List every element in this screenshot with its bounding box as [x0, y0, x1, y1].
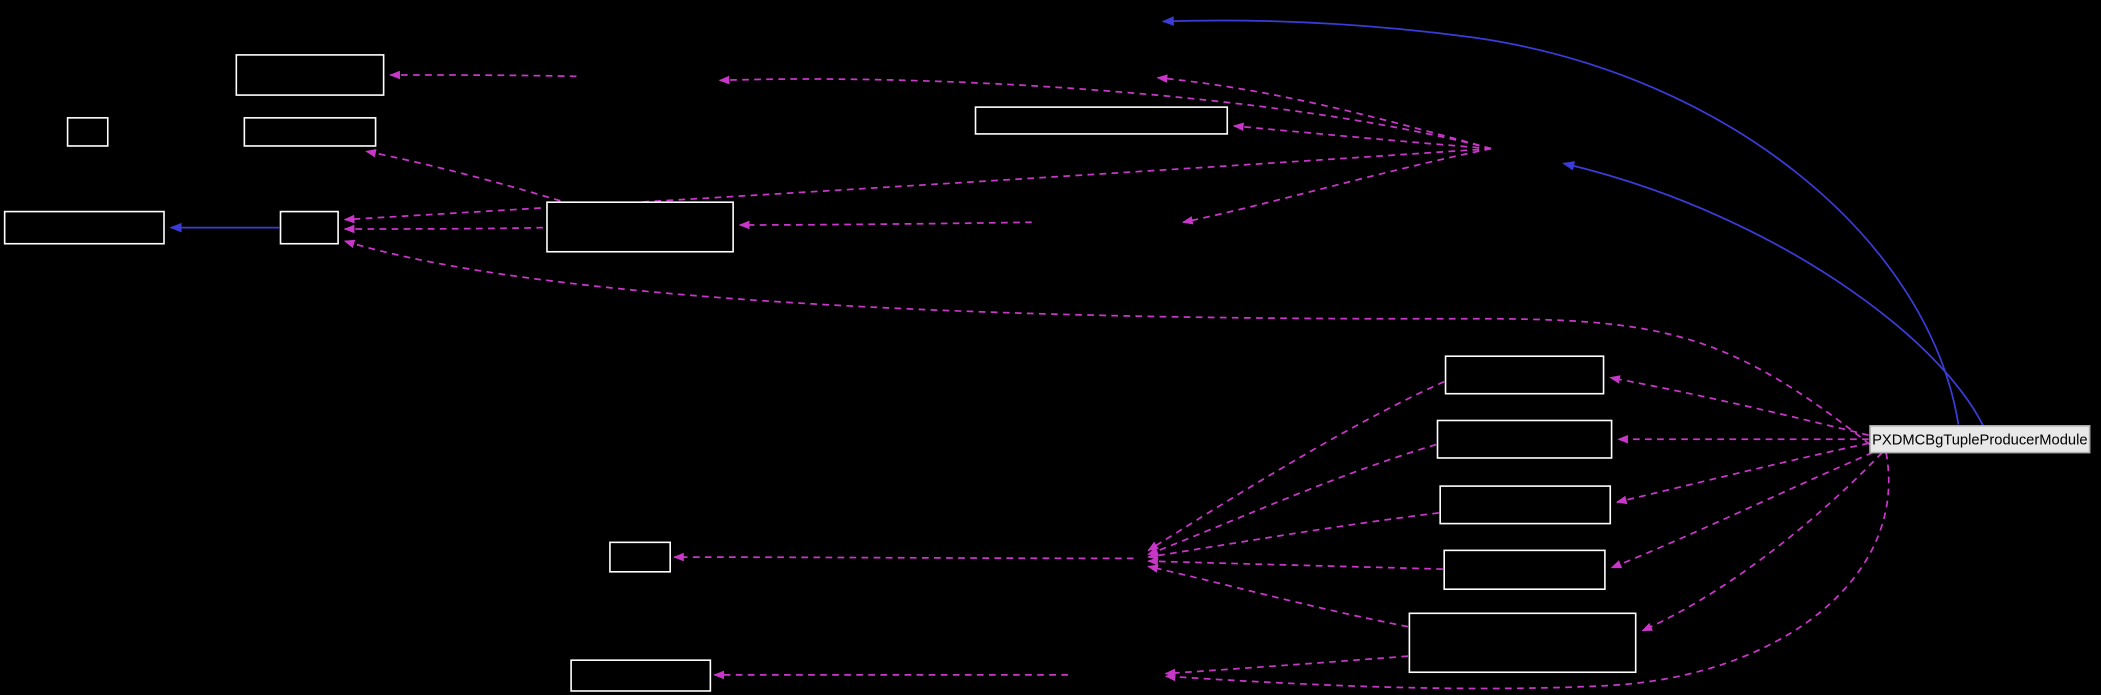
- edge-node6-to-node3: [365, 149, 561, 202]
- class-node-10-box[interactable]: [1439, 485, 1612, 525]
- class-node-12[interactable]: [1408, 612, 1637, 674]
- edge-node11-to-hub2: [1147, 557, 1443, 570]
- class-node-pxdmcbgtupleproducermodule[interactable]: PXDMCBgTupleProducerModule: [1869, 425, 2091, 454]
- class-node-3-box[interactable]: [243, 117, 377, 147]
- edge-main-to-hub3-sweep: [1164, 452, 1890, 690]
- edge-main-to-top-inherit: [1161, 16, 1960, 425]
- edge-hub1-to-node5-top: [343, 147, 1492, 224]
- edge-node12-to-hub3: [1164, 655, 1409, 678]
- nodes-layer: PXDMCBgTupleProducerModule: [3, 54, 2091, 692]
- class-node-11[interactable]: [1443, 549, 1606, 591]
- class-node-8[interactable]: [1444, 355, 1605, 395]
- class-node-3[interactable]: [243, 117, 377, 147]
- class-node-6-box[interactable]: [546, 201, 734, 253]
- class-node-pxdmcbgtupleproducermodule-label[interactable]: PXDMCBgTupleProducerModule: [1872, 433, 2087, 449]
- edge-uses-to-node1: [389, 70, 577, 80]
- edge-anon-d-to-node6: [738, 220, 1032, 230]
- edges-layer: [169, 16, 1995, 690]
- class-node-5[interactable]: [279, 210, 339, 245]
- edge-node6-to-node5: [343, 224, 543, 234]
- edge-hub2-to-node13: [673, 552, 1134, 562]
- class-node-7[interactable]: [974, 106, 1229, 135]
- class-node-pxdmcbgtupleproducermodule-box[interactable]: [1869, 425, 2091, 454]
- class-node-6[interactable]: [546, 201, 734, 253]
- edge-main-to-node12: [1641, 452, 1883, 632]
- class-node-9-box[interactable]: [1436, 419, 1613, 459]
- edge-main-to-node11: [1610, 451, 1874, 569]
- edge-main-to-node8: [1609, 375, 1869, 437]
- class-node-10[interactable]: [1439, 485, 1612, 525]
- class-node-14-box[interactable]: [570, 659, 712, 692]
- class-node-4[interactable]: [3, 210, 165, 245]
- class-node-5-box[interactable]: [279, 210, 339, 245]
- class-node-1-box[interactable]: [235, 54, 385, 96]
- class-node-13-box[interactable]: [609, 541, 671, 573]
- class-node-11-box[interactable]: [1443, 549, 1606, 591]
- class-node-8-box[interactable]: [1444, 355, 1605, 395]
- edge-main-to-hub1-inherit: [1562, 161, 1995, 453]
- class-node-14[interactable]: [570, 659, 712, 692]
- class-node-9[interactable]: [1436, 419, 1613, 459]
- edge-hub1-to-anon-b: [1156, 74, 1492, 150]
- edge-node8-to-hub2: [1147, 380, 1445, 552]
- edge-main-to-node10: [1615, 442, 1869, 505]
- edge-node9-to-hub2: [1147, 443, 1437, 556]
- class-node-1[interactable]: [235, 54, 385, 96]
- class-node-12-box[interactable]: [1408, 612, 1637, 674]
- class-node-7-box[interactable]: [974, 106, 1229, 135]
- edge-hub1-to-anon-a: [718, 75, 1492, 150]
- class-node-13[interactable]: [609, 541, 671, 573]
- edge-hub1-to-anon-c: [1182, 147, 1492, 225]
- class-node-2-box[interactable]: [66, 117, 109, 147]
- class-node-4-box[interactable]: [3, 210, 165, 245]
- edge-main-to-node5-long: [343, 239, 1871, 446]
- class-node-2[interactable]: [66, 117, 109, 147]
- edge-node10-to-hub2: [1147, 512, 1439, 560]
- edge-node12-to-hub2: [1147, 564, 1409, 628]
